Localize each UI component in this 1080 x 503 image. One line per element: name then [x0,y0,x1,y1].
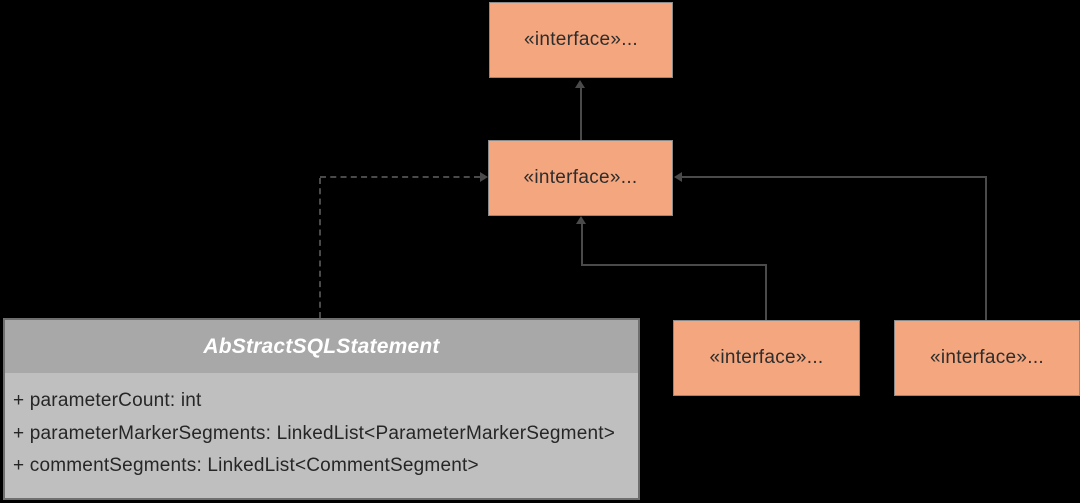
connector-bottomleft-to-middle-v2[interactable] [765,264,767,320]
connector-middle-to-top[interactable] [580,87,582,140]
interface-top-label: «interface»... [523,29,639,50]
connector-class-to-middle-vertical[interactable] [319,178,321,318]
class-attribute: + parameterMarkerSegments: LinkedList<Pa… [13,422,615,444]
interface-node-bottom-left[interactable]: «interface»... [673,320,860,396]
interface-node-top[interactable]: «interface»... [489,2,673,78]
connector-bottomleft-to-middle-v1[interactable] [581,223,583,266]
class-header[interactable]: AbStractSQLStatement [5,320,638,373]
interface-node-middle[interactable]: «interface»... [488,140,673,216]
class-attribute: + parameterCount: int [13,390,202,411]
connector-bottomleft-to-middle-h[interactable] [581,264,767,266]
class-node-abstractsqlstatement[interactable]: AbStractSQLStatement + parameterCount: i… [3,318,640,500]
class-attribute: + commentSegments: LinkedList<CommentSeg… [13,455,479,476]
interface-node-bottom-right[interactable]: «interface»... [894,320,1080,396]
interface-bottom-right-label: «interface»... [929,347,1045,368]
interface-middle-label: «interface»... [523,167,638,188]
connector-bottomright-to-middle-h[interactable] [682,176,987,178]
arrowhead-bottomleft-to-middle [576,216,586,224]
interface-bottom-left-label: «interface»... [709,347,824,368]
arrowhead-class-to-middle [480,172,488,182]
class-title: AbStractSQLStatement [203,334,440,358]
connector-bottomright-to-middle-v[interactable] [985,177,987,320]
arrowhead-bottomright-to-middle [674,172,682,182]
connector-class-to-middle-horizontal[interactable] [320,176,480,178]
class-attributes-section: + parameterCount: int + parameterMarkerS… [5,373,638,483]
arrowhead-middle-to-top [575,80,585,88]
